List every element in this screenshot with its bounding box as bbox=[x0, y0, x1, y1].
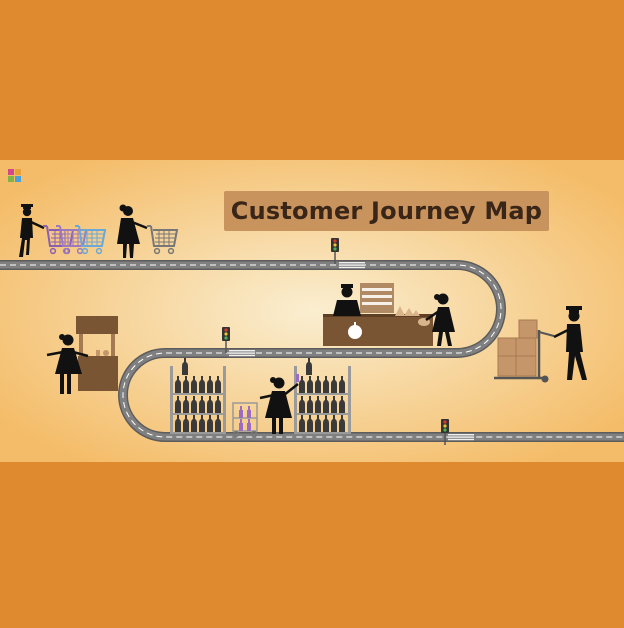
crosswalk bbox=[229, 262, 474, 441]
hand-truck-icon bbox=[494, 330, 555, 383]
bottle-icon bbox=[215, 376, 221, 393]
person-icon bbox=[333, 284, 361, 316]
bottle-icon bbox=[307, 376, 313, 393]
shopping-cart-icon bbox=[232, 402, 258, 438]
bottle-icon bbox=[175, 415, 181, 432]
bottle-icon bbox=[339, 376, 345, 393]
bottle-icon bbox=[191, 415, 197, 432]
bottle-icon bbox=[299, 415, 305, 432]
road bbox=[0, 260, 624, 442]
market-stall-icon bbox=[76, 316, 118, 391]
bottle-icon bbox=[299, 376, 305, 393]
bottle-icon bbox=[191, 376, 197, 393]
person-icon bbox=[46, 334, 89, 394]
bottle-icon bbox=[306, 358, 312, 375]
bottle-icon bbox=[175, 396, 181, 413]
bottle-icon bbox=[323, 415, 329, 432]
person-icon bbox=[19, 204, 45, 257]
bottle-icon bbox=[307, 396, 313, 413]
bottle-icon bbox=[331, 376, 337, 393]
bottle-icon bbox=[315, 376, 321, 393]
box-icon bbox=[497, 319, 538, 377]
bottle-icon bbox=[331, 396, 337, 413]
bottle-icon bbox=[199, 415, 205, 432]
person-icon bbox=[259, 374, 299, 434]
bottle-icon bbox=[215, 396, 221, 413]
bottle-icon bbox=[323, 396, 329, 413]
bottle-icon bbox=[323, 376, 329, 393]
bottle-icon bbox=[339, 396, 345, 413]
person-icon bbox=[425, 293, 455, 346]
logo-icon bbox=[8, 169, 21, 182]
counter-icon bbox=[323, 283, 433, 346]
bottle-icon bbox=[215, 415, 221, 432]
bottle-icon bbox=[183, 396, 189, 413]
bottle-icon bbox=[331, 415, 337, 432]
bottle-icon bbox=[183, 415, 189, 432]
bottle-icon bbox=[199, 396, 205, 413]
shelf-icon bbox=[294, 366, 351, 434]
bottle-icon bbox=[175, 376, 181, 393]
bottle-icon bbox=[339, 415, 345, 432]
person-icon bbox=[553, 306, 587, 380]
bottle-icon bbox=[199, 376, 205, 393]
shelf-icon bbox=[170, 366, 226, 434]
person-icon bbox=[117, 204, 148, 258]
bottle-icon bbox=[299, 396, 305, 413]
bottle-icon bbox=[183, 376, 189, 393]
bottle-icon bbox=[175, 358, 345, 432]
apple-icon bbox=[348, 322, 362, 339]
bottle-icon bbox=[207, 396, 213, 413]
bottle-icon bbox=[191, 396, 197, 413]
bottle-icon bbox=[207, 376, 213, 393]
title-box: Customer Journey Map bbox=[224, 191, 549, 231]
bottle-icon bbox=[307, 415, 313, 432]
bottle-icon bbox=[315, 415, 321, 432]
bottle-icon bbox=[182, 358, 188, 375]
page-title: Customer Journey Map bbox=[230, 197, 543, 225]
bottle-icon bbox=[207, 415, 213, 432]
bottle-icon bbox=[315, 396, 321, 413]
